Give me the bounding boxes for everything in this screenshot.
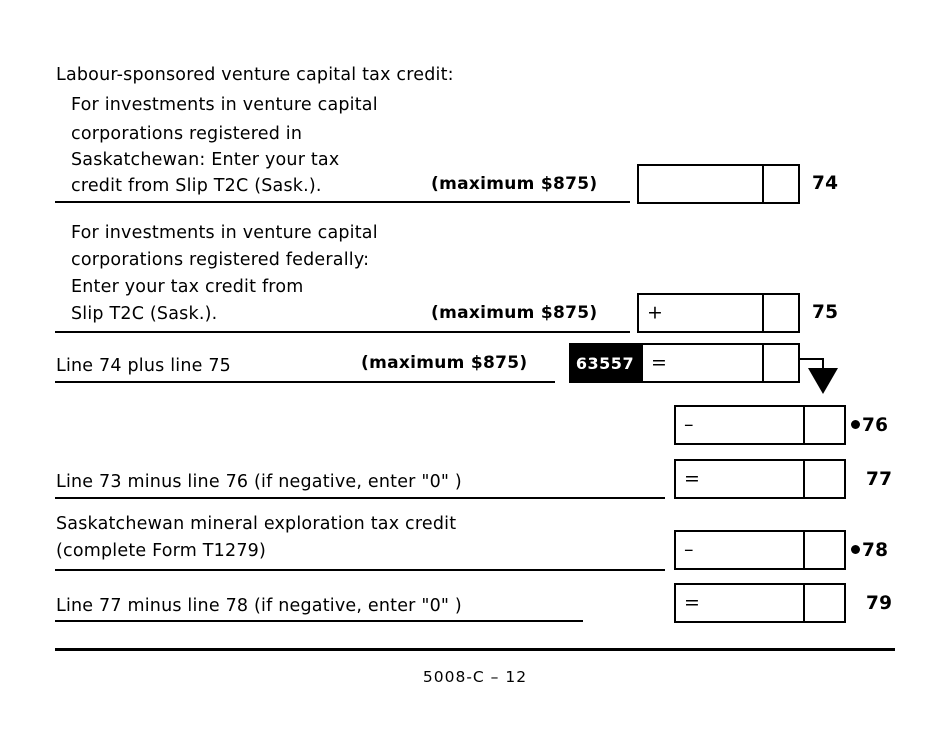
row-79-line-number: 79	[866, 593, 893, 614]
row-75-amount-box[interactable]: +	[637, 293, 800, 333]
row-78-line-number: 78	[862, 540, 889, 561]
row-75-line-number: 75	[812, 302, 839, 323]
row-77-underline	[55, 497, 665, 499]
section-heading: Labour-sponsored venture capital tax cre…	[56, 65, 454, 85]
row-79-amount-box[interactable]: =	[674, 583, 846, 623]
row-77-operator: =	[684, 467, 700, 490]
row-sum-operator: =	[651, 351, 667, 374]
footer-form-code: 5008-C – 12	[422, 668, 528, 686]
row-79-underline	[55, 620, 583, 622]
row-79-cents-divider	[803, 585, 805, 621]
row-74-maximum-note: (maximum $875)	[431, 174, 598, 194]
row-78-operator: –	[684, 538, 694, 561]
row-79-operator: =	[684, 591, 700, 614]
row-74-description-line-1: For investments in venture capital	[71, 95, 378, 115]
row-78-description-line-1: Saskatchewan mineral exploration tax cre…	[56, 514, 457, 534]
row-75-description-line-2: corporations registered federally:	[71, 250, 370, 270]
row-75-cents-divider	[762, 295, 764, 331]
flow-arrow-horizontal-segment	[800, 358, 824, 360]
row-76-operator: –	[684, 413, 694, 436]
row-75-description-line-3: Enter your tax credit from	[71, 277, 304, 297]
row-78-description-line-2: (complete Form T1279)	[56, 541, 267, 561]
row-74-cents-divider	[762, 166, 764, 202]
flow-arrow-head-icon	[808, 368, 838, 394]
row-76-cents-divider	[803, 407, 805, 443]
row-74-amount-box[interactable]	[637, 164, 800, 204]
row-77-amount-box[interactable]: =	[674, 459, 846, 499]
row-sum-field-code: 63557	[569, 343, 641, 383]
row-74-description-line-4: credit from Slip T2C (Sask.).	[71, 176, 322, 196]
row-76-amount-box[interactable]: –	[674, 405, 846, 445]
row-77-cents-divider	[803, 461, 805, 497]
row-77-line-number: 77	[866, 469, 893, 490]
row-75-description-line-4: Slip T2C (Sask.).	[71, 304, 218, 324]
row-sum-cents-divider	[762, 345, 764, 381]
row-77-description: Line 73 minus line 76 (if negative, ente…	[56, 472, 462, 492]
row-79-description: Line 77 minus line 78 (if negative, ente…	[56, 596, 462, 616]
row-sum-amount-box[interactable]: =	[641, 343, 800, 383]
row-sum-description: Line 74 plus line 75	[56, 356, 232, 376]
row-76-bullet-marker	[851, 420, 860, 429]
row-sum-underline	[55, 381, 555, 383]
row-78-bullet-marker	[851, 545, 860, 554]
row-78-underline	[55, 569, 665, 571]
row-75-description-line-1: For investments in venture capital	[71, 223, 378, 243]
row-76-line-number: 76	[862, 415, 889, 436]
row-75-operator: +	[647, 301, 663, 324]
row-75-maximum-note: (maximum $875)	[431, 303, 598, 323]
row-78-amount-box[interactable]: –	[674, 530, 846, 570]
row-sum-maximum-note: (maximum $875)	[361, 353, 528, 373]
row-75-underline	[55, 331, 630, 333]
row-74-description-line-3: Saskatchewan: Enter your tax	[71, 150, 340, 170]
row-74-description-line-2: corporations registered in	[71, 124, 303, 144]
footer-divider	[55, 648, 895, 651]
row-74-line-number: 74	[812, 173, 839, 194]
row-78-cents-divider	[803, 532, 805, 568]
row-74-underline	[55, 201, 630, 203]
